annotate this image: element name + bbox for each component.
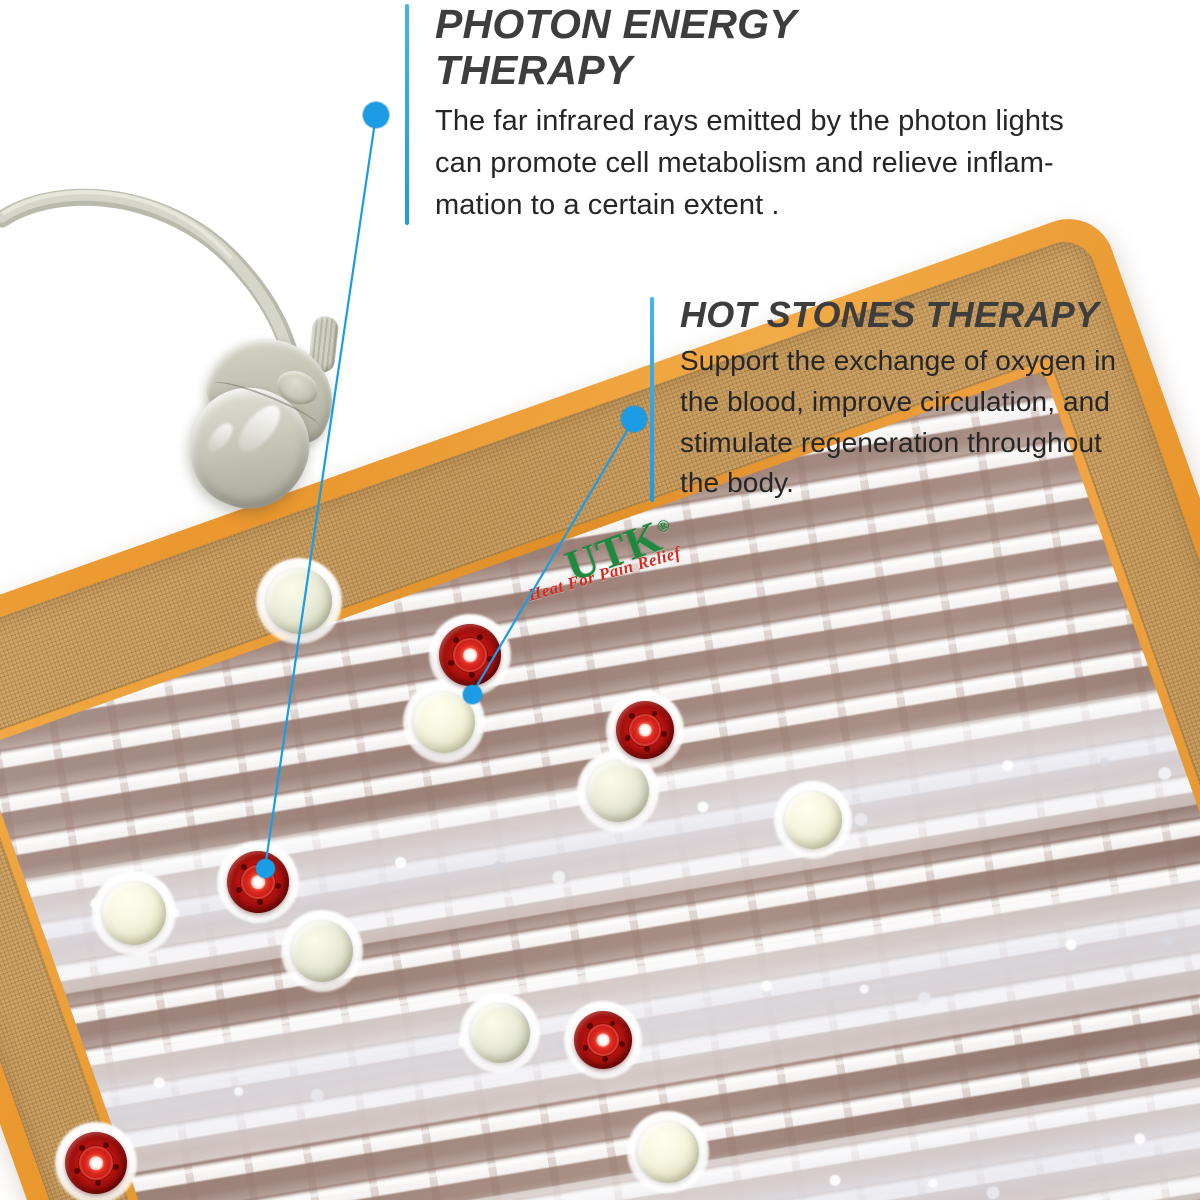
jade-stone (577, 750, 659, 832)
callout-block-photon-energy-therapy: PHOTON ENERGY THERAPY The far infrared r… (405, 1, 1200, 227)
photon-pin (660, 731, 667, 737)
stone-disc (266, 568, 332, 634)
callout-target-dot-hot-stones-therapy[interactable] (463, 685, 482, 704)
callout-block-hot-stones-therapy: HOT STONES THERAPY Support the exchange … (650, 294, 1200, 504)
photon-pin (582, 1044, 589, 1051)
photon-led-highlight (89, 1156, 103, 1170)
photon-light-stone (429, 614, 511, 696)
photon-pin (257, 899, 264, 906)
photon-pin (651, 710, 658, 717)
hot-stones-title: HOT STONES THERAPY (680, 294, 1099, 335)
stone-disc (587, 760, 649, 822)
photon-pin (469, 672, 476, 679)
stone-disc (784, 791, 842, 849)
photon-pin (79, 1144, 86, 1151)
photon-pin (587, 1022, 594, 1029)
jade-stone (774, 781, 852, 859)
jade-stone (281, 910, 363, 992)
callout-dot-hot-stones-therapy[interactable] (621, 406, 647, 432)
photon-pin (629, 712, 636, 719)
stone-disc (470, 1003, 530, 1063)
photon-pin (644, 746, 650, 752)
photon-pin (103, 1142, 110, 1149)
stone-disc (102, 881, 166, 945)
stone-disc (637, 1121, 699, 1183)
jade-stone (627, 1111, 709, 1193)
stone-disc (413, 691, 475, 753)
photon-led-highlight (638, 723, 652, 737)
photon-led-highlight (596, 1033, 610, 1047)
photon-pin (236, 887, 243, 894)
photon-led-highlight (463, 648, 477, 662)
photon-pin (95, 1180, 102, 1187)
photon-light-stone (55, 1122, 137, 1200)
jade-stone (256, 558, 342, 644)
photon-pin (618, 1041, 625, 1047)
photon-pin (477, 634, 484, 641)
power-cable (0, 188, 301, 370)
hot-stones-body: Support the exchange of oxygen in the bl… (680, 345, 1117, 499)
jade-stone (92, 871, 176, 955)
photon-led-highlight (251, 875, 265, 889)
callout-dot-photon-energy-therapy[interactable] (363, 102, 389, 128)
photon-energy-body: The far infrared rays emitted by the pho… (435, 104, 1064, 222)
photon-pin (112, 1164, 120, 1171)
photon-pin (448, 660, 455, 667)
photon-light-stone (606, 691, 684, 769)
photon-energy-title: PHOTON ENERGY THERAPY (435, 1, 797, 93)
photon-pin (274, 883, 282, 890)
photon-pin (609, 1020, 616, 1027)
photon-pin (486, 656, 494, 663)
photon-light-stone (564, 1001, 642, 1079)
photon-pin (602, 1056, 608, 1062)
photon-pin (453, 636, 460, 643)
photon-pin (241, 863, 248, 870)
photon-pin (74, 1168, 81, 1175)
callout-leader-line-hot-stones-therapy (471, 418, 635, 695)
stone-disc (291, 920, 353, 982)
photon-pin (624, 734, 631, 741)
callout-target-dot-photon-energy-therapy[interactable] (256, 859, 275, 878)
jade-stone (460, 993, 540, 1073)
callout-leader-line-photon-energy-therapy (263, 114, 378, 869)
photon-light-stone (217, 841, 299, 923)
